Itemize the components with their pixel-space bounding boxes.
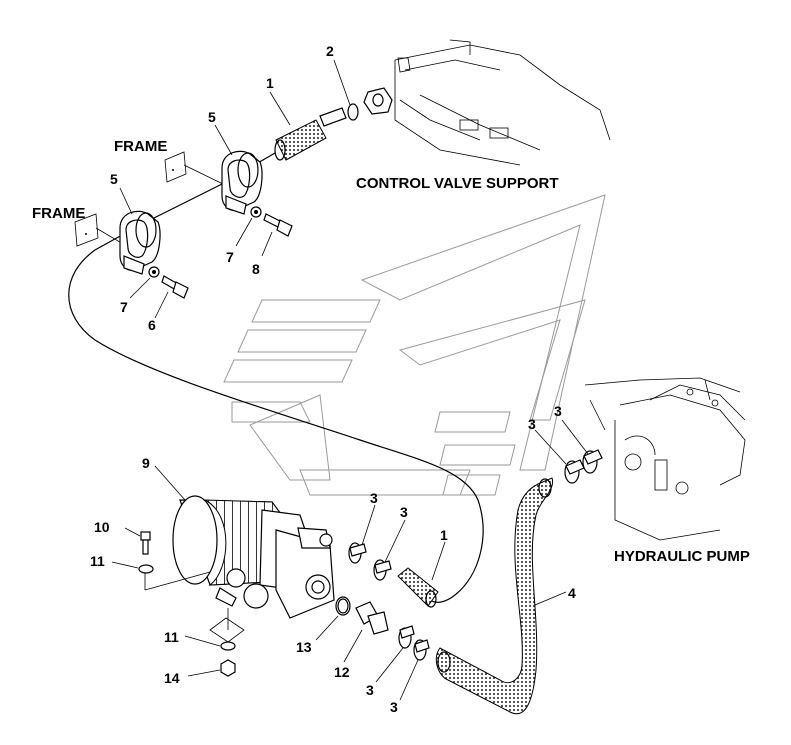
seal-ring-13: [335, 596, 351, 616]
callout-4: 4: [568, 585, 576, 601]
callout-13: 13: [296, 639, 312, 655]
hose-segment-lower: [397, 567, 439, 607]
nut-14: [220, 659, 236, 677]
filter-assembly: [172, 495, 335, 619]
callout-6: 6: [148, 317, 156, 333]
frame-plate-lower: [74, 213, 99, 247]
washer-11-upper: [138, 564, 154, 574]
watermark-logo: [223, 194, 606, 496]
pump-clamps: [564, 449, 603, 484]
callout-1-top: 1: [266, 75, 274, 91]
callout-11-lower: 11: [164, 629, 179, 645]
clamp-upper: [221, 150, 263, 215]
washer-11-lower: [220, 641, 236, 651]
frame-label-lower: FRAME: [32, 205, 85, 222]
bolt-10: [140, 531, 151, 555]
callout-3-bottom-right: 3: [390, 699, 398, 715]
callout-3-pump-right: 3: [554, 403, 562, 419]
seal-ring-top: [347, 103, 359, 121]
callout-3-b: 3: [400, 504, 408, 520]
suction-hose: [435, 477, 554, 715]
bottom-clamps: [398, 625, 430, 661]
long-hose-line: [68, 152, 484, 603]
callout-8: 8: [252, 261, 260, 277]
bolt-lower: [161, 275, 189, 299]
bolt-upper: [263, 213, 293, 237]
mount-plate: [209, 617, 245, 643]
callout-3-a: 3: [370, 490, 378, 506]
callout-9: 9: [142, 455, 150, 471]
hydraulic-pump-drawing: [584, 377, 746, 541]
frame-plate-upper: [164, 151, 187, 183]
callout-5-upper: 5: [208, 109, 216, 125]
nipple-12: [355, 601, 389, 635]
frame-label-upper: FRAME: [114, 138, 167, 155]
callout-11-upper: 11: [90, 553, 105, 569]
control-valve-support-drawing: [394, 39, 611, 166]
clamp-lower: [119, 210, 161, 275]
control-valve-support-label: CONTROL VALVE SUPPORT: [356, 175, 559, 192]
callout-10: 10: [94, 519, 110, 535]
callout-12: 12: [334, 664, 350, 680]
callout-3-pump-left: 3: [528, 416, 536, 432]
callout-7-upper: 7: [226, 249, 234, 265]
callout-3-bottom-left: 3: [366, 682, 374, 698]
hydraulic-pump-label: HYDRAULIC PUMP: [614, 548, 750, 565]
callout-7-lower: 7: [120, 299, 128, 315]
callout-2: 2: [326, 43, 334, 59]
leader-lines: [111, 59, 589, 701]
hose-fitting-top: [274, 107, 347, 161]
callout-14: 14: [164, 670, 180, 686]
callout-1-low: 1: [440, 527, 448, 543]
filter-clamps: [348, 542, 392, 581]
callout-5-lower: 5: [110, 171, 118, 187]
nut-fitting-top: [363, 87, 393, 115]
